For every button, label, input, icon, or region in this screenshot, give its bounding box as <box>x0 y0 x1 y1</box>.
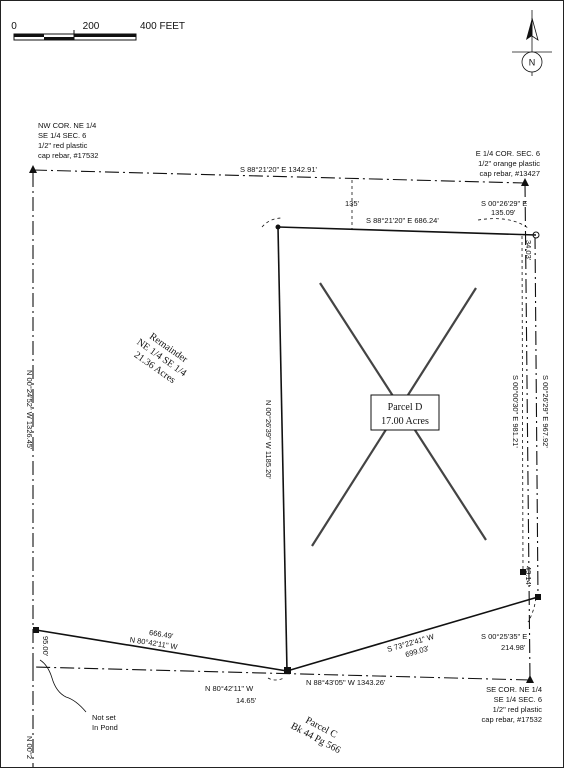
remainder-label: Remainder NE 1/4 SE 1/4 21.36 Acres <box>132 331 190 386</box>
east-top-bearing: S 00°26'29" E <box>481 199 527 208</box>
parcel-west-bearing: N 00°26'39" W 1185.20' <box>264 400 273 479</box>
sw-small-bearing: N 80°42'11" W <box>205 684 254 693</box>
sw-small-length: 14.65' <box>236 696 257 705</box>
outer-boundary <box>32 169 539 768</box>
se-corner-marker <box>526 675 534 683</box>
west-line-bearing: N 00°24'52" W 1326.45' <box>25 370 34 450</box>
parcel-d-north <box>277 226 537 236</box>
se-corner-note: SE COR. NE 1/4 SE 1/4 SEC. 6 1/2" red pl… <box>482 685 543 724</box>
parcel-d-label-box <box>370 394 440 431</box>
nw-note-line-4: cap rebar, #17532 <box>38 151 98 160</box>
west-95-label: 95.00' <box>41 636 50 657</box>
offset-135-label: 135' <box>345 199 360 208</box>
sw-length: 666.49' <box>148 628 174 641</box>
east-43-label: 43.14' <box>524 566 533 587</box>
scale-label-0: 0 <box>11 21 17 32</box>
parcel-d-label: Parcel D 17.00 Acres <box>370 394 440 431</box>
parcel-north-bearing: S 88°21'20" E 686.24' <box>366 216 439 225</box>
boundary-north <box>32 169 526 184</box>
east-bottom-bearing: S 00°25'35" E <box>481 632 527 641</box>
bearing-labels: S 88°21'20" E 1342.91' 135' S 88°21'20" … <box>25 165 550 759</box>
not-set-line-1: Not set <box>92 713 117 722</box>
boundary-south <box>32 666 531 681</box>
east-bottom-length: 214.98' <box>501 643 526 652</box>
east-outer-bearing: S 00°26'29" E 967.92' <box>541 375 550 448</box>
parcel-c-label: Parcel C Bk 44 Pg 566 <box>289 715 342 756</box>
east-top-length: 135.09' <box>491 208 516 217</box>
e-note-line-3: cap rebar, #13427 <box>480 169 540 178</box>
north-arrow-icon: N <box>512 10 552 76</box>
scale-label-200: 200 <box>83 21 100 32</box>
scale-segment-3 <box>74 34 136 37</box>
e-note-line-1: E 1/4 COR. SEC. 6 <box>476 149 540 158</box>
dim-arc-se <box>527 597 537 623</box>
parcel-east-bearing: S 00°00'30" E 981.21' <box>511 375 520 448</box>
dim-arc-nw <box>261 217 283 228</box>
leader-not-set <box>39 659 87 713</box>
not-set-line-2: In Pond <box>92 723 118 732</box>
nw-note-line-1: NW COR. NE 1/4 <box>38 121 96 130</box>
nw-corner-marker <box>29 165 37 173</box>
se-note-line-1: SE COR. NE 1/4 <box>486 685 542 694</box>
north-line-bearing: S 88°21'20" E 1342.91' <box>240 165 317 174</box>
nw-corner-note: NW COR. NE 1/4 SE 1/4 SEC. 6 1/2" red pl… <box>38 121 98 160</box>
parcel-d-outline <box>35 226 539 672</box>
parcel-d-west <box>277 226 288 672</box>
e-corner-marker <box>521 178 529 186</box>
se-note-line-2: SE 1/4 SEC. 6 <box>494 695 542 704</box>
nw-note-line-2: SE 1/4 SEC. 6 <box>38 131 86 140</box>
scale-label-400: 400 FEET <box>140 21 185 32</box>
remainder-south-line <box>35 629 288 672</box>
parcel-d-name: Parcel D <box>388 402 423 413</box>
e-corner-note: E 1/4 COR. SEC. 6 1/2" orange plastic ca… <box>476 149 540 178</box>
scale-segment-2 <box>44 37 74 40</box>
boundary-east-inner <box>534 234 539 599</box>
parcel-d-east <box>521 235 524 573</box>
parcel-d-south <box>286 596 539 672</box>
dim-arc-s <box>267 677 285 681</box>
dim-arc-ne <box>477 218 529 229</box>
scale-segment-1 <box>14 34 44 37</box>
north-letter: N <box>529 58 536 68</box>
boundary-east <box>524 182 531 681</box>
west-bottom-bearing: N 00°2 <box>25 736 34 759</box>
se-note-line-3: 1/2" red plastic <box>493 705 543 714</box>
east-34-label: 34.03' <box>524 240 533 261</box>
e-note-line-2: 1/2" orange plastic <box>478 159 540 168</box>
south-line-bearing: N 88°43'05" W 1343.26' <box>306 678 386 687</box>
nw-note-line-3: 1/2" red plastic <box>38 141 88 150</box>
dimension-lines <box>39 180 537 713</box>
not-set-note: Not set In Pond <box>92 713 118 732</box>
se-note-line-4: cap rebar, #17532 <box>482 715 542 724</box>
scale-bar: 0 200 400 FEET <box>11 21 185 41</box>
parcel-d-acres: 17.00 Acres <box>381 416 429 427</box>
